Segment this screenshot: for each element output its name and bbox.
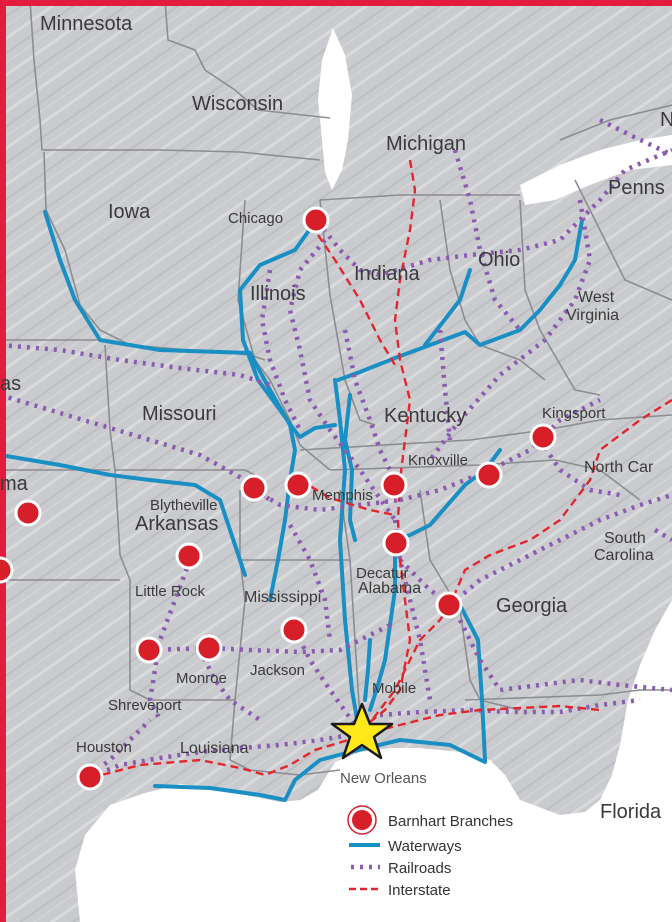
headquarters-star-icon[interactable]: [330, 702, 394, 760]
state-ohio: Ohio: [478, 249, 520, 271]
legend-branch-dot-icon: [352, 810, 372, 830]
city-blytheville: Blytheville: [150, 497, 218, 514]
state-labels: Minnesota Wisconsin Michigan N Penns Iow…: [0, 13, 672, 823]
state-iowa: Iowa: [108, 201, 151, 223]
city-new-orleans: New Orleans: [340, 770, 427, 787]
city-memphis: Memphis: [312, 487, 373, 504]
branch-little-rock[interactable]: [175, 542, 203, 570]
branch-jackson[interactable]: [280, 616, 308, 644]
waterways: [0, 210, 584, 802]
branch-chicago[interactable]: [302, 206, 330, 234]
state-georgia: Georgia: [496, 595, 568, 617]
city-monroe: Monroe: [176, 670, 227, 687]
branch-blytheville[interactable]: [240, 474, 268, 502]
branch-memphis[interactable]: [284, 471, 312, 499]
state-new-york: N: [660, 109, 672, 131]
state-minnesota: Minnesota: [40, 13, 133, 35]
state-south-carolina-2: Carolina: [594, 547, 654, 564]
city-shreveport: Shreveport: [108, 697, 182, 714]
city-chicago: Chicago: [228, 210, 283, 227]
city-decatur: Decatur: [356, 565, 409, 582]
branch-shreveport[interactable]: [135, 636, 163, 664]
railroads: [0, 117, 672, 778]
legend: Barnhart Branches Waterways Railroads In…: [347, 805, 513, 899]
branch-tennessee[interactable]: [380, 471, 408, 499]
city-knoxville: Knoxville: [408, 452, 468, 469]
city-jackson: Jackson: [250, 662, 305, 679]
legend-interstate-label: Interstate: [388, 882, 451, 899]
state-alabama: Alabama: [358, 580, 421, 597]
state-pennsylvania: Penns: [608, 177, 665, 199]
branch-georgia[interactable]: [435, 591, 463, 619]
branch-houston[interactable]: [76, 763, 104, 791]
city-houston: Houston: [76, 739, 132, 756]
state-kentucky: Kentucky: [384, 405, 466, 427]
lake-erie: [520, 135, 672, 205]
branch-monroe[interactable]: [195, 634, 223, 662]
branch-texas-edge[interactable]: [0, 556, 14, 584]
city-mobile: Mobile: [372, 680, 416, 697]
legend-branches-label: Barnhart Branches: [388, 813, 513, 830]
state-louisiana: Louisiana: [180, 740, 249, 757]
state-west-virginia-2: Virginia: [566, 307, 619, 324]
city-little-rock: Little Rock: [135, 583, 206, 600]
state-south-carolina-1: South: [604, 530, 646, 547]
branch-knoxville[interactable]: [475, 461, 503, 489]
state-mississippi: Mississippi: [244, 589, 321, 606]
state-oklahoma: ma: [0, 473, 29, 495]
branch-kingsport[interactable]: [529, 423, 557, 451]
state-north-carolina: North Car: [584, 459, 654, 476]
state-indiana: Indiana: [354, 263, 420, 285]
state-arkansas: Arkansas: [135, 513, 218, 535]
interstates: [89, 159, 672, 780]
state-missouri: Missouri: [142, 403, 216, 425]
branch-oklahoma[interactable]: [14, 499, 42, 527]
state-kansas: as: [0, 373, 21, 395]
branch-decatur[interactable]: [382, 529, 410, 557]
lake-michigan: [318, 28, 352, 190]
legend-waterways-label: Waterways: [388, 838, 462, 855]
branch-markers: [0, 206, 557, 791]
city-labels: Chicago Kingsport Knoxville Memphis Blyt…: [76, 210, 606, 787]
state-wisconsin: Wisconsin: [192, 93, 283, 115]
frame-left: [0, 0, 6, 922]
frame-top: [0, 0, 672, 6]
state-florida: Florida: [600, 801, 662, 823]
state-west-virginia-1: West: [578, 289, 615, 306]
state-illinois: Illinois: [250, 283, 306, 305]
state-michigan: Michigan: [386, 133, 466, 155]
legend-railroads-label: Railroads: [388, 860, 451, 877]
city-kingsport: Kingsport: [542, 405, 606, 422]
